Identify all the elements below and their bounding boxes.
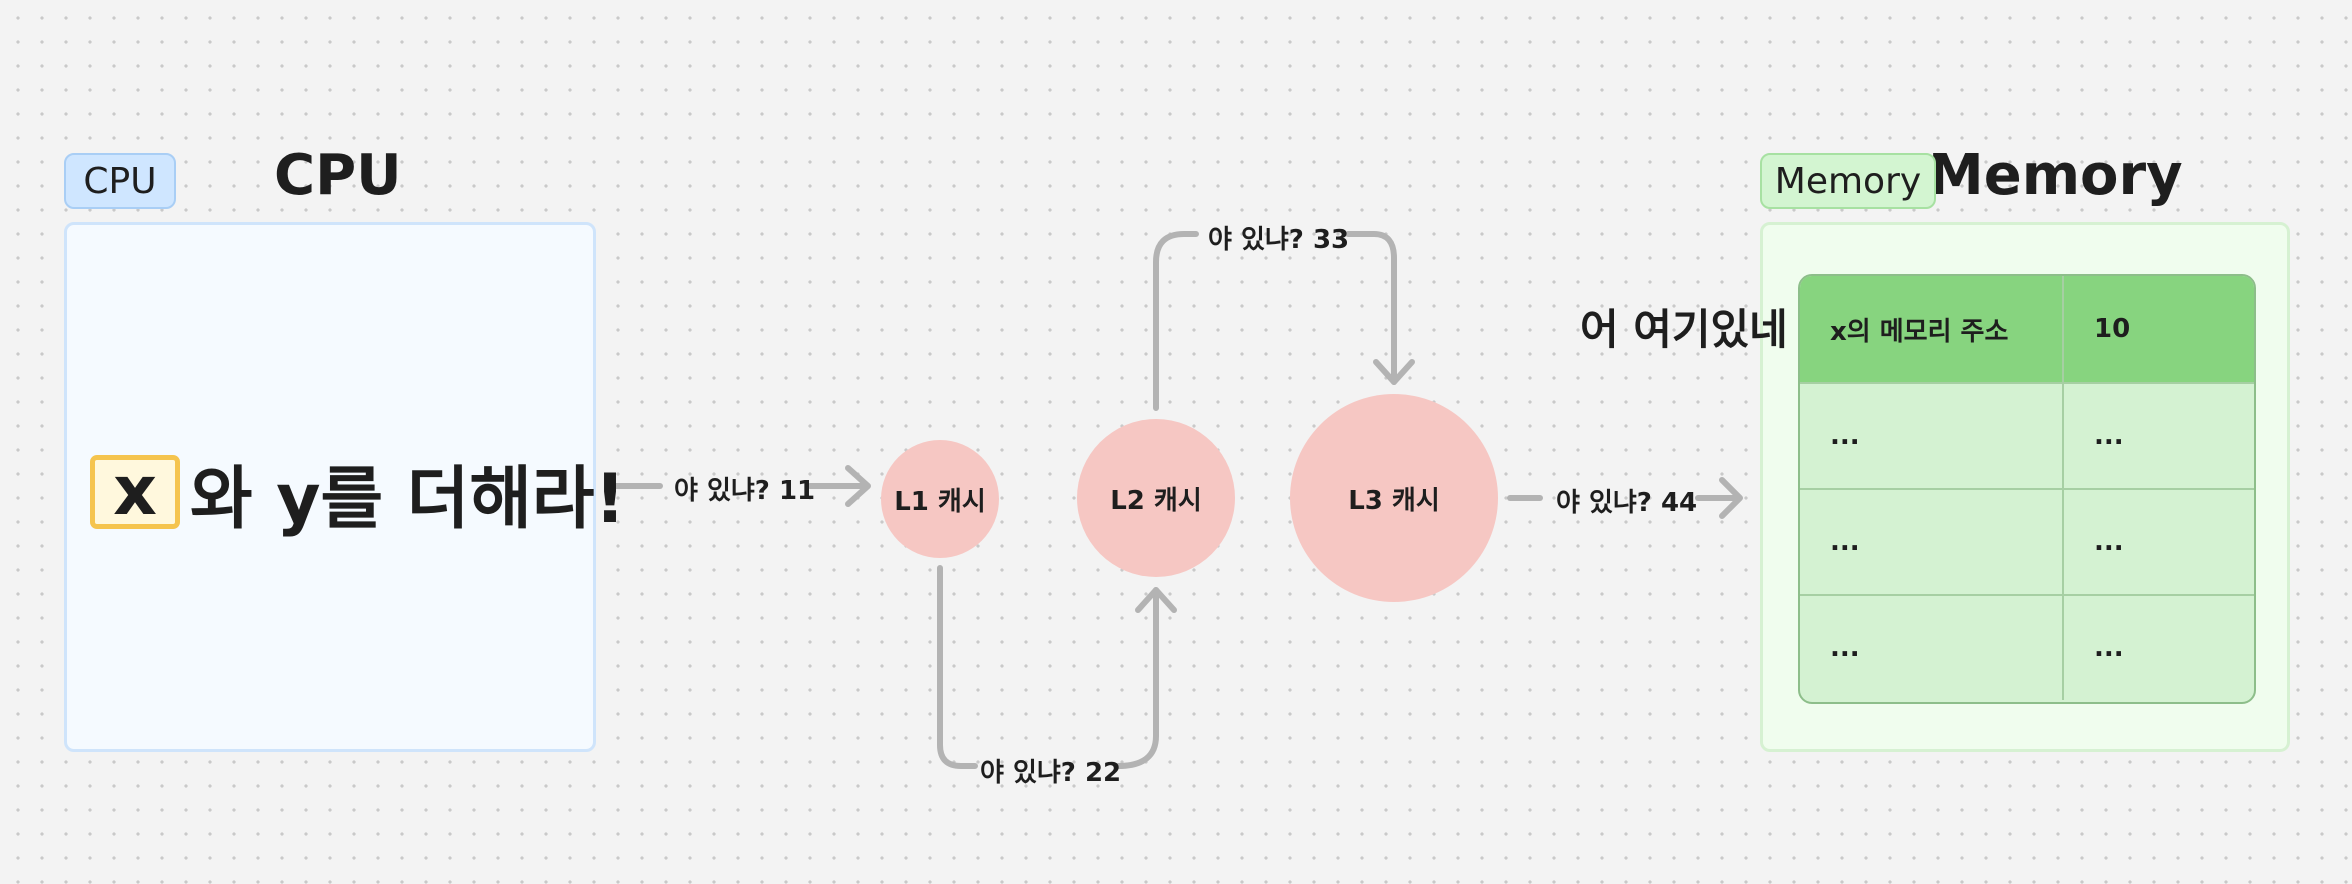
arrow-l2-to-l3-tail xyxy=(1345,231,1397,385)
l2-cache-node[interactable]: L2 캐시 xyxy=(1077,419,1235,577)
memory-address-cell: ... xyxy=(1800,490,2064,594)
memory-row: ... ... xyxy=(1800,488,2254,594)
cpu-instruction: x 와 y를 더해라! xyxy=(90,452,626,539)
memory-address-cell: ... xyxy=(1800,596,2064,700)
l1-cache-node[interactable]: L1 캐시 xyxy=(881,440,999,558)
memory-value-cell: ... xyxy=(2094,421,2124,451)
memory-tag: Memory xyxy=(1760,153,1936,209)
found-annotation: 어 여기있네 xyxy=(1580,305,1788,354)
arrow-l1-to-l2 xyxy=(937,565,978,769)
memory-address-cell: ... xyxy=(1800,384,2064,488)
memory-row: ... ... xyxy=(1800,382,2254,488)
variable-x-highlight: x xyxy=(90,455,180,529)
l3-cache-node[interactable]: L3 캐시 xyxy=(1290,394,1498,602)
memory-table: x의 메모리 주소 10 ... ... ... ... ... ... xyxy=(1798,274,2256,704)
memory-value-cell: ... xyxy=(2094,527,2124,557)
memory-row-header: x의 메모리 주소 10 xyxy=(1800,276,2254,382)
arrow-l2-to-l3 xyxy=(1153,231,1199,411)
edge-label-l3-memory: 야 있냐? 44 xyxy=(1556,488,1698,518)
memory-address-cell: x의 메모리 주소 xyxy=(1800,276,2064,382)
l2-cache-label: L2 캐시 xyxy=(1110,485,1202,516)
arrow-l3-to-memory-head xyxy=(1719,477,1743,519)
memory-value-cell: ... xyxy=(2094,633,2124,663)
cpu-heading: CPU xyxy=(274,143,402,208)
arrow-l1-to-l2-head xyxy=(1135,587,1177,613)
edge-label-l2-l3: 야 있냐? 33 xyxy=(1208,225,1350,255)
arrow-l2-to-l3-head xyxy=(1373,359,1415,385)
memory-value-cell: 10 xyxy=(2094,314,2131,344)
memory-row: ... ... xyxy=(1800,594,2254,700)
arrow-l1-to-l2-tail xyxy=(1115,587,1159,769)
cpu-tag: CPU xyxy=(64,153,176,209)
arrow-cpu-to-l1-head xyxy=(845,465,871,507)
edge-label-cpu-l1: 야 있냐? 11 xyxy=(674,476,816,506)
memory-heading: Memory xyxy=(1928,143,2183,208)
l1-cache-label: L1 캐시 xyxy=(894,486,986,517)
edge-label-l1-l2: 야 있냐? 22 xyxy=(980,758,1122,788)
l3-cache-label: L3 캐시 xyxy=(1348,485,1440,516)
instruction-text: 와 y를 더해라! xyxy=(190,459,626,539)
